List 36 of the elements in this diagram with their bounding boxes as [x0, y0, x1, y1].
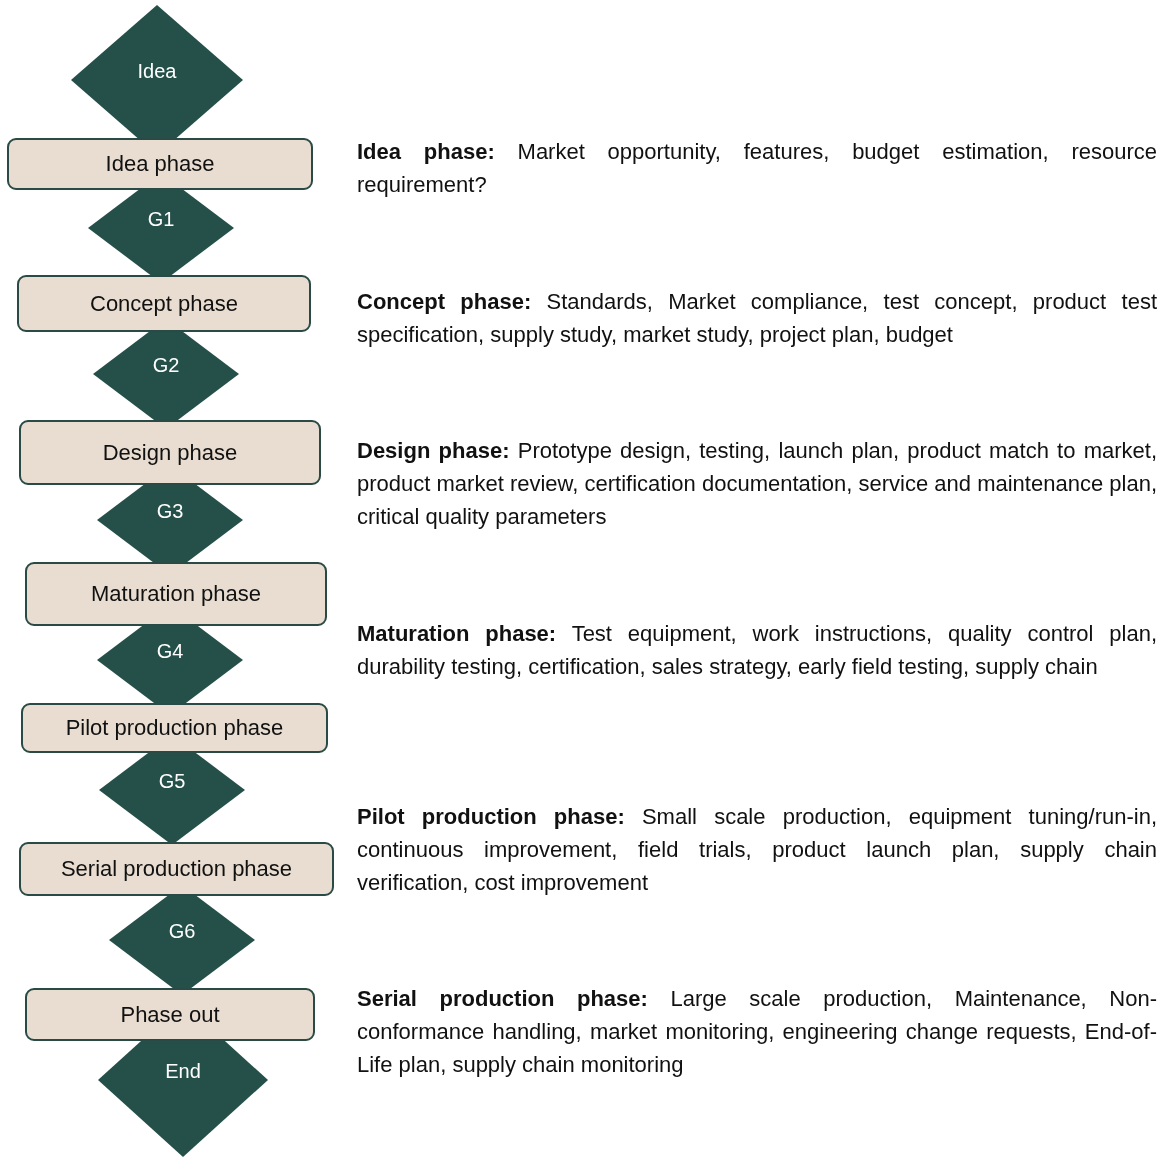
phase-label: Maturation phase: [91, 581, 261, 607]
phase-label: Design phase: [102, 439, 238, 466]
diamond-label: G4: [155, 640, 185, 663]
decision-diamond: [98, 1041, 268, 1157]
phase-description: Serial production phase: Large scale production, Maintenance, Non-conformance handling, market monitoring, engineering change requests, End-of-Life plan, supply chain monitoring: [357, 985, 1157, 1079]
process-box: [19, 420, 321, 485]
diamond-label: G1: [146, 208, 176, 231]
diamond-label: G2: [151, 354, 181, 377]
phase-description: Concept phase: Standards, Market compliance, test concept, product test specification, supply study, market study, project plan, budget: [357, 288, 1157, 349]
decision-diamond: [88, 190, 234, 275]
phase-label: Phase out: [120, 1001, 220, 1028]
diamond-label: G6: [167, 920, 197, 943]
phase-label: Concept phase: [90, 290, 238, 317]
phase-description: Pilot production phase: Small scale production, equipment tuning/run-in, continuous improvement, field trials, product launch plan, supply chain verification, cost improvement: [357, 803, 1157, 897]
phase-description: Idea phase: Market opportunity, features, budget estimation, resource requirement?: [357, 138, 1157, 199]
decision-diamond: [93, 332, 239, 420]
phase-label: Serial production phase: [60, 856, 293, 882]
diamond-label: G5: [157, 770, 187, 793]
decision-diamond: [99, 753, 245, 842]
process-box: [19, 842, 334, 896]
process-box: [25, 988, 315, 1041]
phase-description: Maturation phase: Test equipment, work instructions, quality control plan, durability testing, certification, sales strategy, early field testing, supply chain: [357, 620, 1157, 681]
process-box: [25, 562, 327, 626]
decision-diamond: [109, 896, 255, 988]
phase-label: Idea phase: [105, 151, 215, 177]
phase-label: Pilot production phase: [65, 715, 284, 741]
decision-diamond: [71, 5, 243, 138]
process-box: [7, 138, 313, 190]
process-box: [17, 275, 311, 332]
diamond-label: G3: [155, 500, 185, 523]
phase-description: Design phase: Prototype design, testing, launch plan, product match to market, product market review, certification documentation, service and maintenance plan, critical quality parameters: [357, 437, 1157, 531]
process-box: [21, 703, 328, 753]
decision-diamond: [97, 626, 243, 703]
diamond-label: Idea: [136, 60, 178, 83]
diamond-label: End: [164, 1060, 202, 1083]
decision-diamond: [97, 485, 243, 562]
